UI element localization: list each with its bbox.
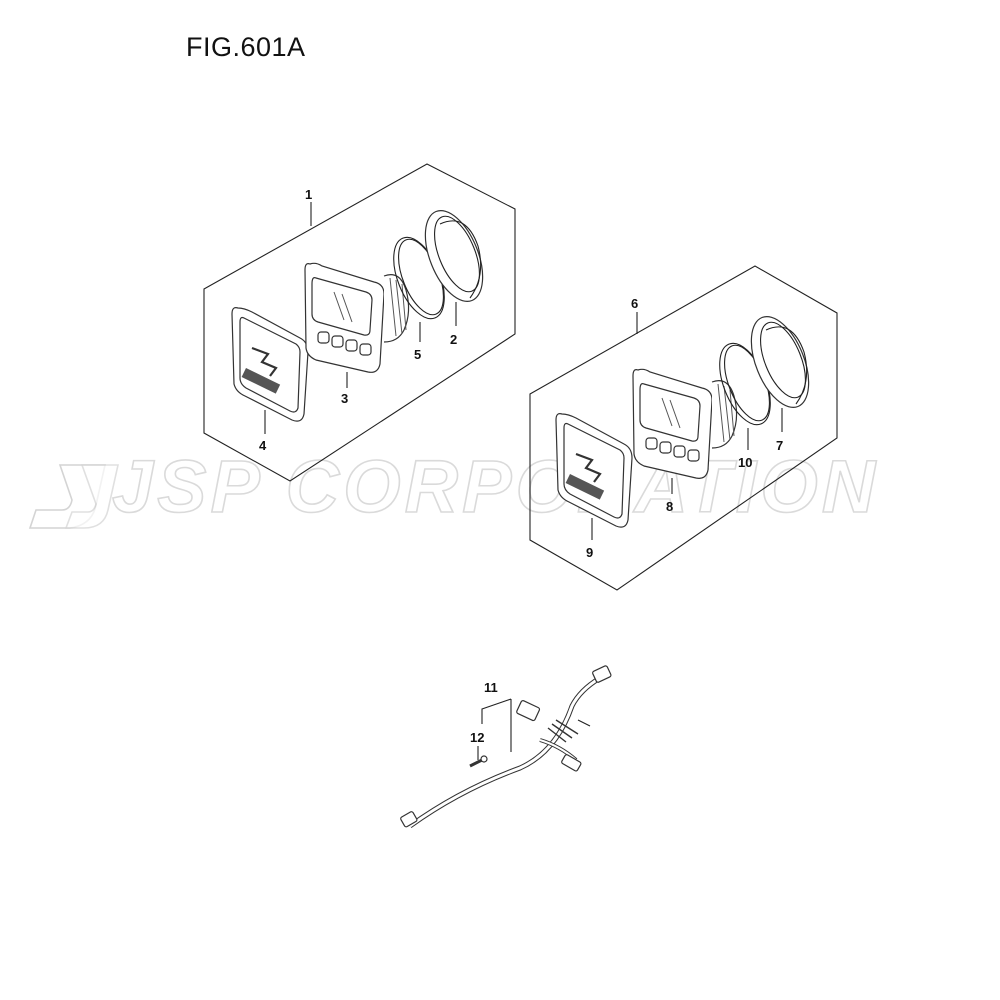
part-2-retaining-nut: [424, 209, 484, 303]
callout-10: 10: [738, 455, 752, 470]
callout-2: 2: [450, 332, 457, 347]
callout-3: 3: [341, 391, 348, 406]
callout-6: 6: [631, 296, 638, 311]
assembly-1-outline: [203, 163, 516, 482]
callout-9: 9: [586, 545, 593, 560]
callout-5: 5: [414, 347, 421, 362]
part-9-cover: [555, 413, 633, 528]
assembly-1: 1 2 3 4 5: [203, 163, 516, 482]
part-12-screw: [469, 755, 488, 768]
watermark: JSP CORPORATION: [28, 444, 879, 529]
part-3-display-unit: [304, 262, 410, 373]
callout-7: 7: [776, 438, 783, 453]
assembly-6-outline: [529, 265, 838, 591]
part-11-wire-harness: [400, 665, 612, 829]
part-8-display-unit: [632, 368, 738, 479]
callout-12: 12: [470, 730, 484, 745]
assembly-6: 6 7 8 9 10: [529, 265, 838, 591]
part-7-retaining-nut: [750, 315, 810, 409]
callout-8: 8: [666, 499, 673, 514]
figure-title: FIG.601A: [186, 32, 306, 62]
callout-11: 11: [484, 680, 498, 695]
callout-1: 1: [305, 187, 312, 202]
part-4-cover: [231, 307, 309, 422]
watermark-text: JSP CORPORATION: [112, 445, 879, 528]
callout-4: 4: [259, 438, 267, 453]
